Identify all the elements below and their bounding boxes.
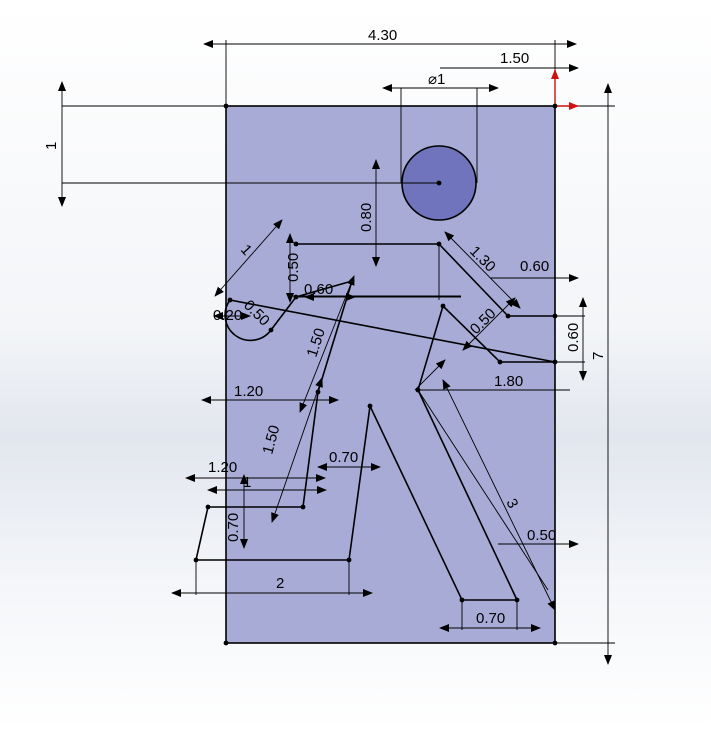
dim-thigh-left[interactable]: 1.50: [259, 423, 283, 456]
dim-left-vertical[interactable]: 1: [43, 142, 60, 150]
dim-left-hand-height[interactable]: 0.50: [285, 253, 302, 282]
dim-foot-left-step[interactable]: 1: [243, 474, 251, 491]
dim-top-right-offset[interactable]: 1.50: [500, 50, 529, 67]
dim-overall-width[interactable]: 4.30: [368, 27, 397, 44]
dim-hole-to-shoulder[interactable]: 0.80: [358, 203, 375, 232]
sketch-points: [193, 103, 558, 646]
origin-triad: [551, 69, 579, 110]
dim-arm-right-width[interactable]: 0.60: [520, 258, 549, 275]
dim-right-foot-offset[interactable]: 0.50: [527, 527, 556, 544]
dim-torso-left[interactable]: 1.20: [234, 383, 263, 400]
dim-overall-height[interactable]: 7: [590, 352, 607, 360]
dim-foot-left-height[interactable]: 0.70: [225, 513, 242, 542]
dim-crotch-width[interactable]: 0.70: [329, 449, 358, 466]
dim-foot-left-width[interactable]: 1.20: [208, 459, 237, 476]
dim-left-hand-gap[interactable]: 0.20: [213, 307, 242, 324]
dimension-lines: [58, 40, 612, 665]
dim-hole-diameter[interactable]: ⌀1: [428, 71, 445, 88]
dimension-labels: 4.30 1.50 ⌀1 1 0.80 7 0.60 0.60 1.30 0.5…: [43, 27, 607, 627]
dim-right-leg-reach[interactable]: 1.80: [494, 373, 523, 390]
dim-foot-left-base[interactable]: 2: [276, 575, 284, 592]
dim-shoulder-width[interactable]: 0.60: [304, 281, 333, 298]
dim-arm-right-height[interactable]: 0.60: [565, 323, 582, 352]
dim-right-foot-width[interactable]: 0.70: [476, 610, 505, 627]
